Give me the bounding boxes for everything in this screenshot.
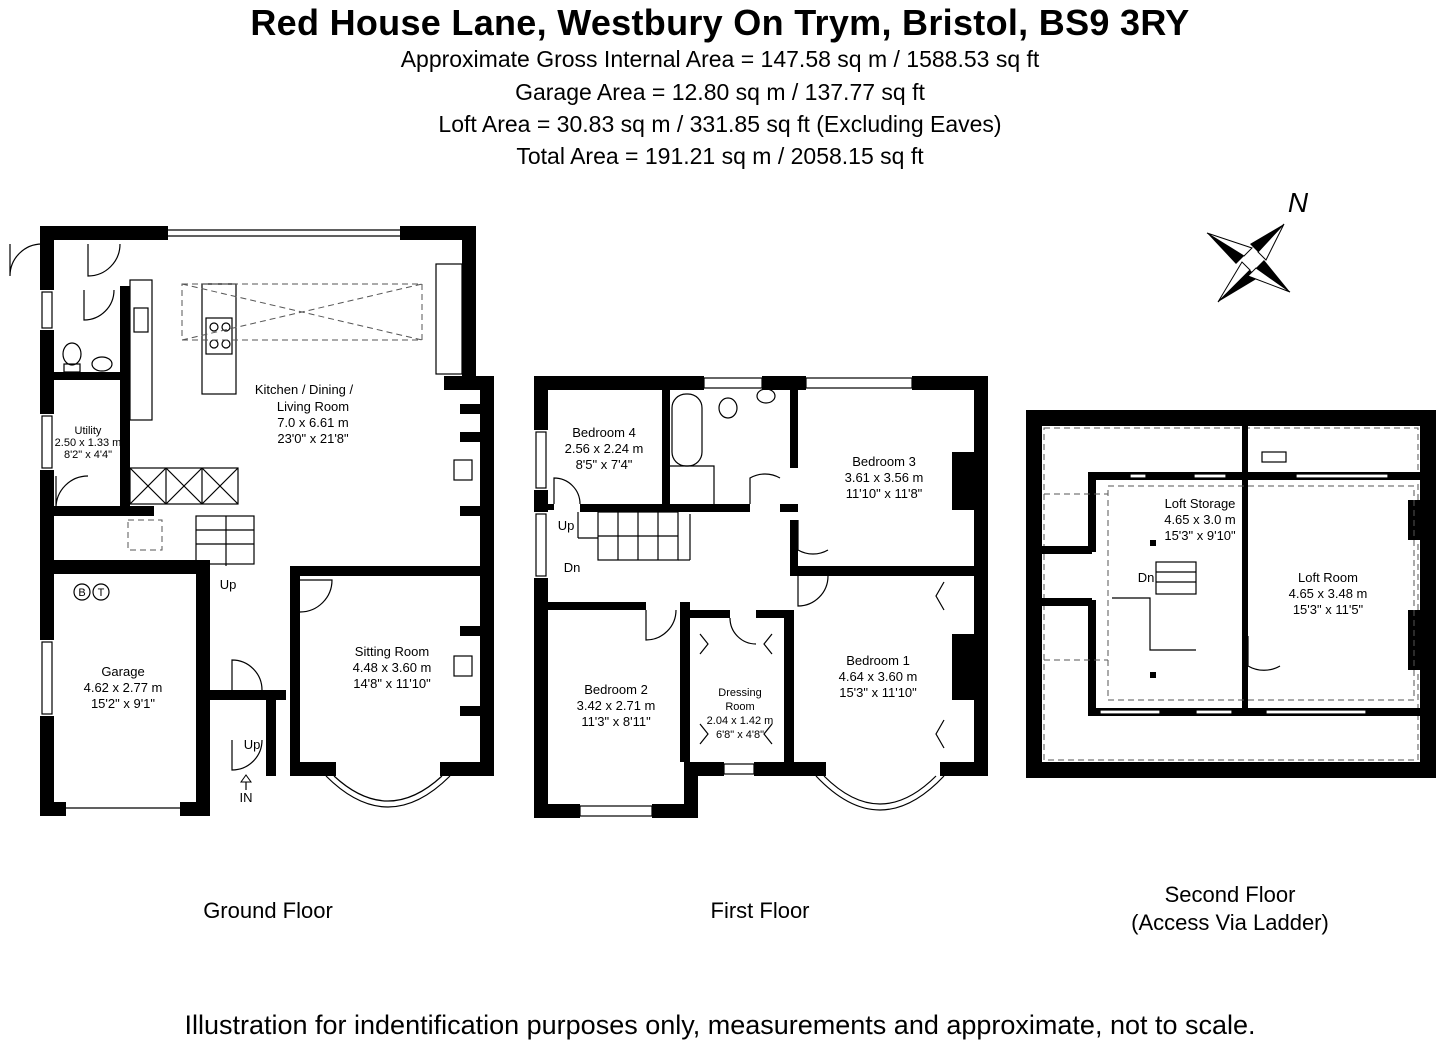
svg-text:8'2" x 4'4": 8'2" x 4'4" [64,449,112,461]
garage-area: Garage Area = 12.80 sq m / 137.77 sq ft [515,79,925,105]
total-area: Total Area = 191.21 sq m / 2058.15 sq ft [516,143,924,169]
gross-internal-area: Approximate Gross Internal Area = 147.58… [400,46,1040,72]
svg-text:3.42 x 2.71 m: 3.42 x 2.71 m [577,698,656,713]
svg-text:11'3" x 8'11": 11'3" x 8'11" [581,714,651,729]
svg-text:Sitting Room: Sitting Room [355,644,429,659]
svg-text:3.61 x 3.56 m: 3.61 x 3.56 m [845,470,924,485]
room-dressing: Dressing Room 2.04 x 1.42 m 6'8" x 4'8" [707,687,774,741]
svg-text:Living Room: Living Room [277,399,349,414]
svg-text:Garage: Garage [101,664,144,679]
svg-text:11'10" x 11'8": 11'10" x 11'8" [846,486,923,501]
loft-area: Loft Area = 30.83 sq m / 331.85 sq ft (E… [438,111,1002,137]
svg-text:2.50 x 1.33 m: 2.50 x 1.33 m [55,437,122,449]
stairs-down-label-first: Dn [564,560,581,575]
room-bedroom-3: Bedroom 3 3.61 x 3.56 m 11'10" x 11'8" [845,454,924,501]
entrance-label: IN [240,790,253,805]
entrance-up-label: Up [244,737,261,752]
first-floor-plan: Bedroom 4 2.56 x 2.24 m 8'5" x 7'4" Bedr… [534,376,988,818]
compass-north-label: N [1288,187,1309,218]
svg-text:Room: Room [725,701,754,713]
stairs-up-label: Up [220,577,237,592]
svg-text:Utility: Utility [75,425,102,437]
svg-text:23'0" x 21'8": 23'0" x 21'8" [277,431,349,446]
tank-marker: T [98,587,105,599]
svg-text:4.65 x 3.0 m: 4.65 x 3.0 m [1164,512,1236,527]
room-bedroom-1: Bedroom 1 4.64 x 3.60 m 15'3" x 11'10" [839,653,918,700]
svg-text:Bedroom 1: Bedroom 1 [846,653,910,668]
svg-text:7.0 x 6.61 m: 7.0 x 6.61 m [277,415,349,430]
svg-text:15'3" x 11'10": 15'3" x 11'10" [839,685,917,700]
room-loft-storage: Loft Storage 4.65 x 3.0 m 15'3" x 9'10" [1164,496,1236,543]
svg-text:Bedroom 2: Bedroom 2 [584,682,648,697]
second-floor-access-label: (Access Via Ladder) [1131,910,1329,935]
svg-text:Bedroom 4: Bedroom 4 [572,425,636,440]
svg-text:8'5" x 7'4": 8'5" x 7'4" [576,457,633,472]
svg-text:4.62 x 2.77 m: 4.62 x 2.77 m [84,680,163,695]
stairs-up-label-first: Up [558,518,575,533]
second-floor-plan: Loft Storage 4.65 x 3.0 m 15'3" x 9'10" … [1026,410,1436,778]
svg-text:Kitchen / Dining /: Kitchen / Dining / [255,382,354,397]
room-bedroom-2: Bedroom 2 3.42 x 2.71 m 11'3" x 8'11" [577,682,656,729]
compass-icon: N [1206,187,1309,303]
room-bedroom-4: Bedroom 4 2.56 x 2.24 m 8'5" x 7'4" [565,425,644,472]
room-utility: Utility 2.50 x 1.33 m 8'2" x 4'4" [55,425,122,461]
ground-floor-plan: B T Kitchen / Dining / Living Room 7.0 x… [9,226,494,816]
boiler-marker: B [78,587,85,599]
svg-text:14'8" x 11'10": 14'8" x 11'10" [353,676,431,691]
room-loft: Loft Room 4.65 x 3.48 m 15'3" x 11'5" [1289,570,1368,617]
svg-text:15'2" x 9'1": 15'2" x 9'1" [91,696,155,711]
svg-text:4.64 x 3.60 m: 4.64 x 3.60 m [839,669,918,684]
svg-text:15'3" x 9'10": 15'3" x 9'10" [1164,528,1236,543]
svg-text:2.56 x 2.24 m: 2.56 x 2.24 m [565,441,644,456]
svg-text:2.04 x 1.42 m: 2.04 x 1.42 m [707,715,774,727]
svg-text:6'8" x 4'8": 6'8" x 4'8" [716,729,764,741]
ground-floor-label: Ground Floor [203,898,333,923]
svg-text:Loft Room: Loft Room [1298,570,1358,585]
ladder-down-label: Dn [1138,570,1155,585]
svg-text:Bedroom 3: Bedroom 3 [852,454,916,469]
room-garage: Garage 4.62 x 2.77 m 15'2" x 9'1" [84,664,163,711]
svg-text:4.65 x 3.48 m: 4.65 x 3.48 m [1289,586,1368,601]
room-sitting: Sitting Room 4.48 x 3.60 m 14'8" x 11'10… [353,644,432,691]
disclaimer-footer: Illustration for indentification purpose… [184,1010,1256,1040]
svg-text:Loft Storage: Loft Storage [1165,496,1236,511]
svg-text:15'3" x 11'5": 15'3" x 11'5" [1293,602,1364,617]
room-kitchen: Kitchen / Dining / Living Room 7.0 x 6.6… [255,382,354,446]
second-floor-label: Second Floor [1164,882,1296,907]
page-title: Red House Lane, Westbury On Trym, Bristo… [250,2,1190,43]
svg-text:Dressing: Dressing [718,687,761,699]
first-floor-label: First Floor [710,898,810,923]
svg-text:4.48 x 3.60 m: 4.48 x 3.60 m [353,660,432,675]
